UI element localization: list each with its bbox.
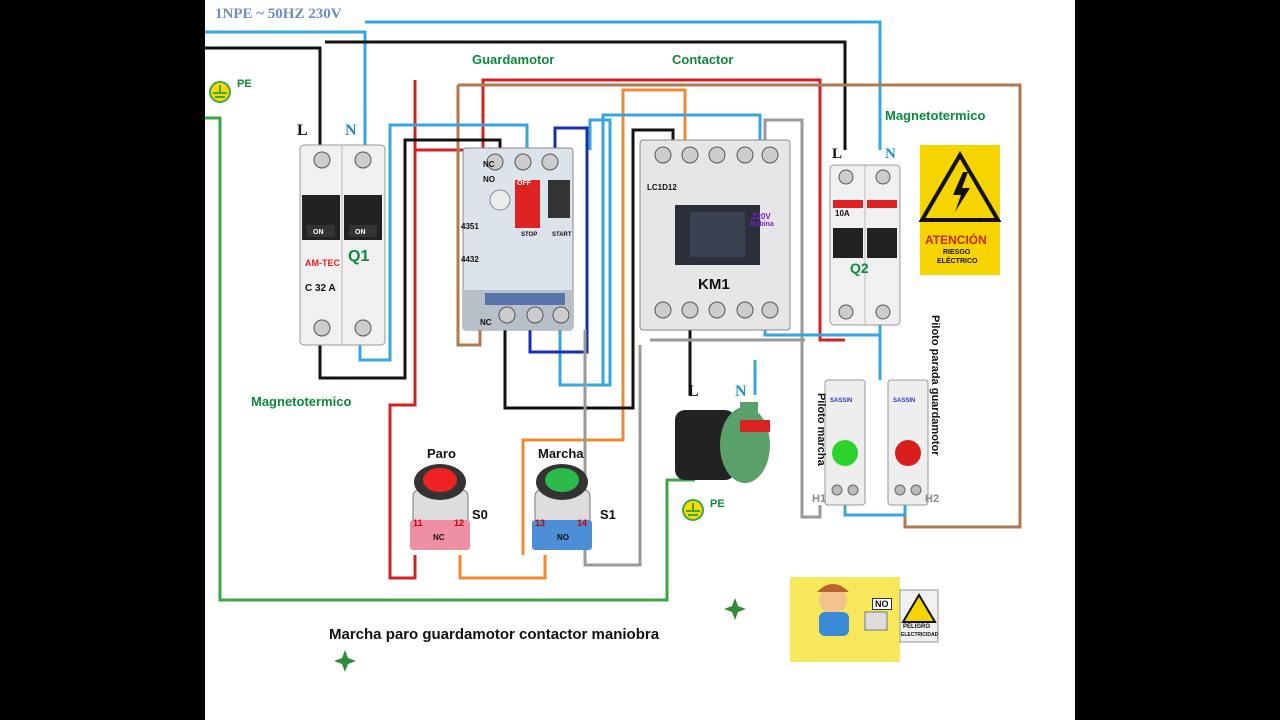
marcha-title: Marcha: [538, 446, 584, 461]
sparkle-2: [334, 650, 356, 672]
motor-l-label: L: [688, 383, 699, 400]
h1-brand: SASSIN: [830, 398, 853, 404]
caption: Marcha paro guardamotor contactor maniob…: [329, 626, 660, 643]
gm-nc-label: NC: [483, 160, 495, 169]
wire-brown-h2: [458, 83, 1022, 529]
q2-l-label: L: [832, 146, 843, 162]
h1-id: H1: [812, 493, 827, 505]
h2-id: H2: [925, 493, 940, 505]
motor-n-label: N: [735, 383, 747, 400]
contactor-coil: 220V: [752, 212, 771, 221]
q1-l-label: L: [297, 122, 308, 139]
marcha-t1: 13: [535, 518, 546, 528]
q2-title: Magnetotermico: [885, 108, 986, 123]
wire-brown-gm: [456, 85, 482, 347]
wire-red-paro: [388, 80, 417, 580]
motor-graphic: [675, 402, 770, 483]
wire-l-to-q2: [325, 40, 847, 150]
warning-line3: ELÉCTRICO: [937, 258, 978, 265]
contactor-title: Contactor: [672, 52, 734, 67]
wire-gray-marcha: [583, 330, 642, 567]
pe-label-motor: PE: [710, 498, 725, 510]
marcha-t2: 14: [577, 518, 588, 528]
paro-button-graphic: [410, 464, 470, 550]
wire-orange-marcha: [521, 88, 687, 555]
kid-peligro: PELIGRO: [903, 624, 931, 630]
q1-on-right: ON: [355, 229, 366, 236]
gm-nc2-label: NC: [480, 318, 492, 327]
paro-type: NC: [433, 533, 445, 542]
gm-terms-label: 4351: [461, 222, 479, 231]
h2-brand: SASSIN: [893, 398, 916, 404]
q1-brand: AM-TEC: [305, 258, 340, 268]
wire-navy: [528, 126, 589, 354]
gm-stop-label: STOP: [521, 232, 538, 238]
wire-supply-l: [205, 46, 322, 150]
contactor-id: KM1: [698, 276, 730, 293]
sparkle-1: [724, 598, 746, 620]
h2-label: Piloto parada guardamotor: [929, 315, 941, 456]
wire-n-to-q2: [365, 20, 882, 150]
contactor-body: [639, 139, 791, 331]
q2-id: Q2: [850, 260, 869, 276]
earth-symbol-top: [209, 81, 231, 103]
q1-on-left: ON: [313, 229, 324, 236]
kid-electricidad: ELECTRICIDAD: [901, 632, 939, 638]
marcha-id: S1: [600, 507, 616, 522]
paro-t2: 12: [454, 518, 465, 528]
gm-no-label: NO: [483, 175, 495, 184]
breaker-q2-body: [829, 164, 901, 326]
wire-blue-gm-km: [558, 118, 612, 387]
paro-t1: 11: [413, 518, 423, 528]
kid-warning-picture: [790, 577, 939, 662]
q1-id: Q1: [348, 248, 370, 265]
marcha-type: NO: [557, 533, 569, 542]
gm-off-label: OFF: [517, 180, 531, 187]
wire-red-q2: [481, 78, 845, 342]
wiring-svg: [205, 20, 1022, 672]
warning-sign-graphic: [918, 145, 1002, 275]
supply-label: 1NPE ~ 50HZ 230V: [215, 6, 342, 22]
pe-label-top: PE: [237, 78, 252, 90]
gm-terms2-label: 4432: [461, 255, 479, 264]
h1-label: Piloto marcha: [815, 393, 827, 466]
kid-no-sign: NO: [872, 598, 892, 610]
guardamotor-body: [462, 147, 574, 331]
marcha-button-graphic: [532, 464, 592, 550]
q2-rating: 10A: [835, 209, 850, 218]
pilot-h1-graphic: [824, 379, 866, 506]
wire-blue-h1-h2: [843, 505, 907, 517]
guardamotor-title: Guardamotor: [472, 52, 555, 67]
wire-blue-top: [601, 113, 762, 385]
warning-line1: ATENCIÓN: [925, 233, 987, 247]
wire-gray-h1: [763, 118, 822, 519]
wire-pe: [205, 116, 695, 602]
magnetotermico-left-label: Magnetotermico: [251, 394, 352, 409]
wire-orange-paro-marcha: [458, 555, 547, 580]
wire-blue-q1-gm: [358, 123, 529, 362]
contactor-coil2: Bobina: [750, 221, 774, 228]
pilot-h2-graphic: [887, 379, 929, 506]
diagram-canvas: 1NPE ~ 50HZ 230V PE L N AM-TEC C 32 A Q1…: [205, 0, 1075, 720]
gm-start-label: START: [552, 232, 572, 238]
paro-id: S0: [472, 507, 488, 522]
earth-symbol-motor: [682, 499, 704, 521]
paro-title: Paro: [427, 446, 456, 461]
wire-supply-n: [205, 30, 367, 150]
q1-n-label: N: [345, 122, 357, 139]
wire-black-q1-gm: [318, 138, 502, 380]
breaker-q1-body: [299, 144, 386, 346]
warning-line2: RIESGO: [943, 249, 971, 256]
q1-rating: C 32 A: [305, 283, 336, 294]
q2-n-label: N: [885, 146, 896, 162]
contactor-model: LC1D12: [647, 183, 677, 192]
wire-black-gm-km: [503, 130, 635, 410]
